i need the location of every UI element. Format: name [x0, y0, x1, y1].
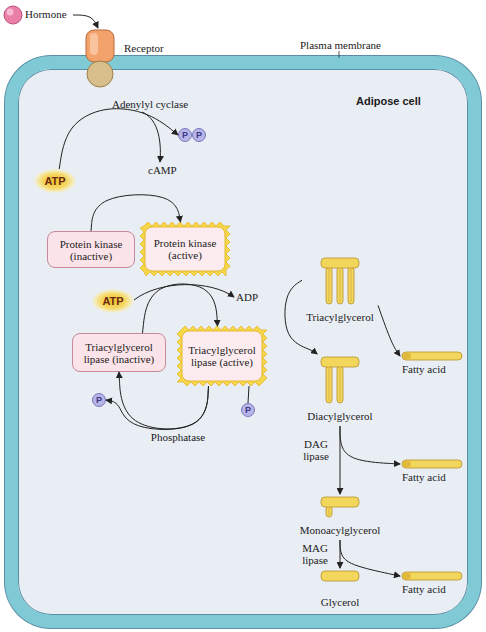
tail-stripe: [340, 269, 341, 302]
fatty-acid-molecule: Fatty acid: [400, 568, 472, 600]
fatty-acid-chain: [402, 572, 462, 580]
receptor-highlight: [90, 33, 98, 55]
hormone-highlight: [7, 9, 14, 16]
node-text: Fatty acid: [402, 363, 446, 375]
node-text: ATP: [102, 295, 123, 307]
node-text: P: [245, 404, 251, 416]
glyceride-molecule: Monoacylglycerol: [290, 494, 390, 540]
glycerol-backbone: [321, 357, 359, 367]
glyceride-molecule: Diacylglycerol: [302, 354, 378, 426]
node-text: Fatty acid: [402, 583, 446, 595]
active-glow: [177, 326, 267, 386]
node-text: Glycerol: [308, 596, 372, 608]
hormone-circle: [4, 6, 22, 24]
phosphate-circle: P: [92, 393, 106, 407]
reaction-arrow: [340, 426, 400, 464]
atp-molecule: ATP: [92, 289, 134, 313]
fatty-acid-chain: [402, 460, 462, 468]
node-text: Protein kinase (active): [147, 237, 223, 261]
fatty-acid-tail: [326, 366, 332, 403]
receptor-body: [86, 30, 114, 62]
reaction-arrow: [119, 372, 209, 429]
node-text: Protein kinase (inactive): [51, 238, 131, 262]
reaction-arrow: [340, 540, 341, 568]
reaction-arrow: [378, 305, 400, 356]
node-text: Hormone: [25, 8, 67, 20]
active-box: [145, 227, 225, 271]
tail-stripe: [340, 368, 341, 401]
node-text: Fatty acid: [402, 471, 446, 483]
node-text: Triacylglycerol lipase (inactive): [76, 341, 162, 365]
active-enzyme-box: Protein kinase (active): [140, 222, 230, 276]
adenylyl-cyclase: Adenylyl cyclase: [80, 60, 195, 114]
cyclase-body: [87, 61, 113, 87]
node-text: Adipose cell: [356, 95, 421, 107]
fatty-acid-tail: [337, 366, 343, 403]
reaction-arrow: [73, 15, 98, 28]
reaction-arrow: [285, 280, 317, 354]
reaction-arrow: [248, 386, 249, 403]
node-text: P: [182, 129, 188, 141]
active-box: [182, 331, 262, 381]
fatty-acid-tail: [326, 267, 332, 304]
fatty-acid-tail: [348, 267, 354, 304]
node-text: Monoacylglycerol: [290, 524, 390, 536]
fatty-acid-molecule: Fatty acid: [400, 348, 472, 380]
reaction-arrow: [340, 540, 400, 576]
camp-arrow: [142, 112, 160, 162]
hormone-molecule: Hormone: [3, 4, 73, 26]
inactive-enzyme-box: Protein kinase (inactive): [47, 231, 135, 268]
phosphate-circle: P: [192, 128, 206, 142]
reaction-arrow: [59, 109, 178, 169]
glycerol-backbone: [321, 571, 359, 581]
node-text: P: [96, 394, 102, 406]
node-text: Triacylglycerol: [302, 311, 378, 323]
reaction-arrow: [143, 284, 218, 333]
annotation-label: Plasma membrane: [300, 39, 381, 51]
phosphate-circle: P: [178, 128, 192, 142]
node-text: Diacylglycerol: [302, 410, 378, 422]
active-glow: [140, 222, 230, 276]
tail-stripe: [329, 269, 330, 302]
active-enzyme-box: Triacylglycerol lipase (active): [177, 326, 267, 386]
phosphate-circle: P: [241, 403, 255, 417]
adipose-cell: Adipose cellATPPPProtein kinase (inactiv…: [5, 56, 481, 628]
fatty-acid-chain: [402, 352, 462, 360]
node-text: Triacylglycerol lipase (active): [184, 344, 260, 368]
node-text: Adenylyl cyclase: [112, 98, 188, 110]
carboxyl-end: [403, 461, 411, 467]
glyceride-molecule: Triacylglycerol: [302, 255, 378, 327]
fatty-acid-molecule: Fatty acid: [400, 456, 472, 488]
tail-stripe: [351, 269, 352, 302]
reaction-arrow: [340, 426, 341, 494]
node-text: Receptor: [124, 42, 164, 54]
inactive-enzyme-box: Triacylglycerol lipase (inactive): [72, 333, 166, 372]
glycerol-backbone: [321, 258, 359, 268]
fatty-acid-tail: [326, 506, 332, 517]
node-text: P: [196, 129, 202, 141]
atp-adp-arrow: [134, 285, 234, 300]
leader-line: [339, 51, 340, 58]
carboxyl-end: [403, 353, 411, 359]
glycerol-backbone: [321, 497, 359, 507]
reaction-arrow: [91, 195, 181, 231]
receptor-protein: Receptor: [86, 28, 181, 60]
tail-stripe: [329, 368, 330, 401]
fatty-acid-tail: [337, 267, 343, 304]
atp-molecule: ATP: [34, 169, 76, 193]
tail-stripe: [329, 508, 330, 515]
node-text: ATP: [44, 175, 65, 187]
glyceride-molecule: Glycerol: [308, 568, 372, 612]
carboxyl-end: [403, 573, 411, 579]
reaction-arrow: [106, 386, 209, 429]
